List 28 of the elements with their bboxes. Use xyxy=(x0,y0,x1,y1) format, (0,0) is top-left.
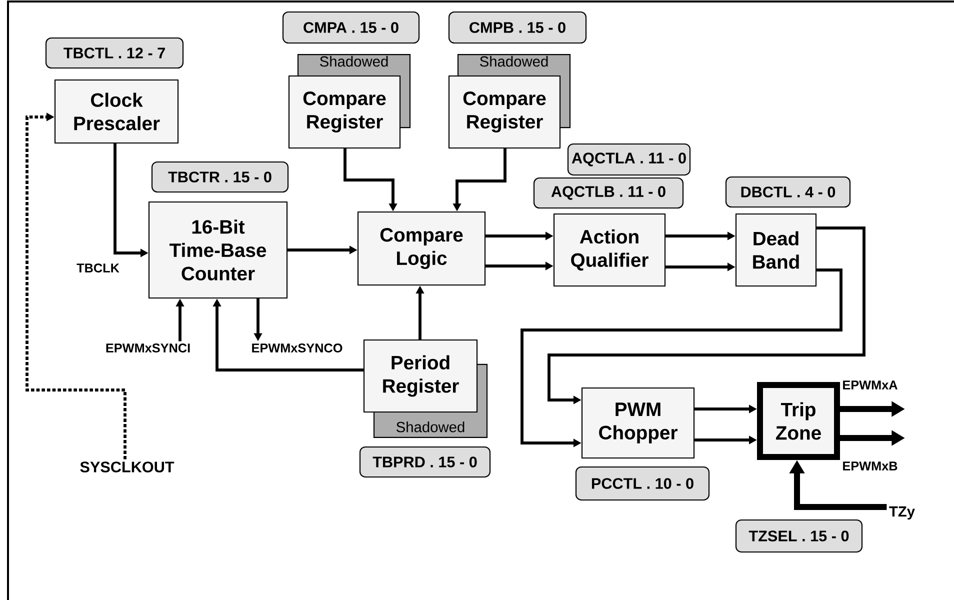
register-tag: AQCTLB . 11 - 0 xyxy=(533,177,684,209)
register-tag: TBCTR . 15 - 0 xyxy=(151,161,289,193)
register-tag: TZSEL . 15 - 0 xyxy=(735,519,863,553)
register-tag: AQCTLA . 11 - 0 xyxy=(567,143,691,176)
process-block: PWM Chopper xyxy=(581,387,695,459)
register-tag: CMPB . 15 - 0 xyxy=(448,11,587,44)
process-block: Action Qualifier xyxy=(553,213,666,287)
arrow xyxy=(26,112,126,460)
process-block: Dead Band xyxy=(735,213,817,287)
signal-label: SYSCLKOUT xyxy=(80,462,174,472)
process-block: Clock Prescaler xyxy=(54,79,179,144)
register-tag: TBCTL . 12 - 7 xyxy=(45,37,184,69)
process-block: Trip Zone xyxy=(757,382,840,460)
signal-label: TBCLK xyxy=(76,264,120,272)
signal-label: EPWMxSYNCO xyxy=(252,344,342,352)
register-tag: TBPRD . 15 - 0 xyxy=(359,446,491,478)
process-block: Compare Register xyxy=(448,75,561,149)
signal-label: EPWMxB xyxy=(843,462,898,470)
signal-label: TZy xyxy=(889,506,915,520)
signal-label: EPWMxSYNCI xyxy=(106,344,190,352)
register-tag: PCCTL . 10 - 0 xyxy=(575,466,710,501)
process-block: Compare Logic xyxy=(357,211,486,286)
process-block: Period Register xyxy=(363,339,478,413)
register-tag: DBCTL . 4 - 0 xyxy=(725,176,851,208)
register-tag: CMPA . 15 - 0 xyxy=(282,11,420,44)
signal-label: EPWMxA xyxy=(843,380,898,390)
process-block: Compare Register xyxy=(288,75,401,149)
process-block: 16-Bit Time-Base Counter xyxy=(148,201,288,299)
